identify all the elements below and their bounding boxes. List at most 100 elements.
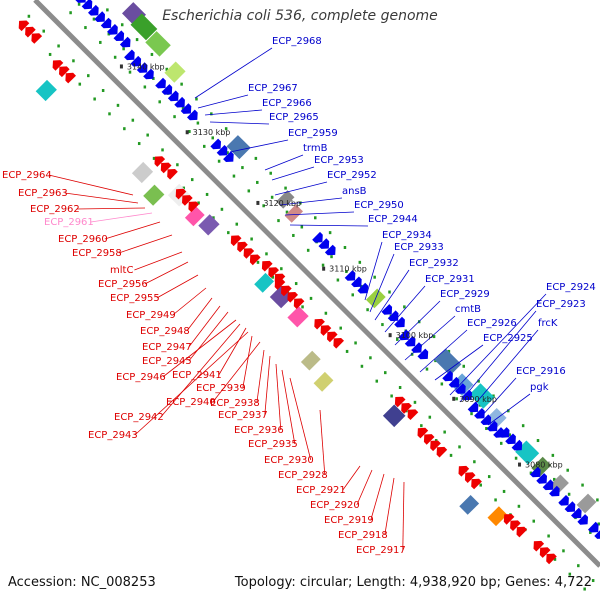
left-arrow-gene-icon (394, 396, 406, 408)
tick-mark (176, 163, 179, 167)
tick-mark (69, 11, 72, 15)
tick-mark (321, 263, 325, 267)
forward-label-leader (271, 166, 315, 181)
reverse-label-leader (172, 287, 207, 316)
reverse-gene-label: ECP_2936 (234, 425, 284, 436)
forward-label-leader (274, 181, 328, 196)
forward-label-leader (289, 224, 369, 227)
tick-mark (188, 130, 191, 134)
tick-mark (553, 477, 556, 481)
feature-block (131, 161, 154, 184)
forward-labels: ECP_2968ECP_2967ECP_2966ECP_2965ECP_2959… (248, 36, 596, 393)
tick-mark (211, 136, 214, 140)
tick-mark (499, 441, 503, 445)
right-arrow-gene-icon (505, 433, 516, 445)
tick-mark (42, 29, 45, 33)
tick-mark (314, 216, 317, 220)
right-arrow-gene-icon (344, 270, 356, 281)
tick-mark (502, 489, 506, 493)
tick-mark (87, 74, 90, 78)
right-arrow-gene-icon (357, 282, 369, 294)
feature-block (35, 79, 57, 102)
gene-arrows (18, 0, 600, 565)
tick-mark (301, 305, 304, 309)
forward-label-leader (434, 344, 484, 381)
right-arrow-gene-icon (577, 514, 588, 525)
tick-mark (443, 430, 446, 434)
tick-mark (432, 335, 436, 339)
right-arrow-gene-icon (558, 495, 569, 506)
right-arrow-gene-icon (216, 145, 228, 156)
scale-tick-mark (119, 64, 123, 69)
forward-label-leader (204, 109, 263, 116)
tick-mark (597, 522, 600, 526)
right-arrow-gene-icon (223, 151, 234, 162)
right-arrow-gene-icon (404, 335, 416, 347)
tick-mark (217, 159, 221, 163)
forward-label-leader (404, 315, 456, 361)
right-arrow-gene-icon (387, 310, 399, 322)
feature-block (284, 204, 303, 223)
tick-mark (93, 97, 96, 101)
tick-mark (328, 231, 332, 235)
right-arrow-gene-icon (187, 109, 198, 121)
tick-mark (434, 439, 438, 443)
accession-text: Accession: NC_008253 (8, 575, 156, 590)
reverse-gene-label: ECP_2930 (264, 455, 314, 466)
tick-mark (591, 579, 595, 583)
forward-gene-label: ECP_2959 (288, 128, 338, 139)
tick-mark (78, 82, 82, 86)
reverse-label-leader (370, 473, 385, 521)
tick-mark (507, 409, 510, 413)
tick-mark (220, 207, 224, 211)
forward-label-leader (419, 329, 468, 373)
reverse-label-leader (264, 355, 271, 416)
forward-gene-label: ECP_2966 (262, 98, 312, 109)
tick-mark (477, 379, 480, 383)
scale-tick-mark (452, 396, 456, 401)
feature-block (287, 306, 309, 328)
right-arrow-gene-icon (474, 408, 485, 419)
forward-gene-label: ECP_2968 (272, 36, 322, 47)
left-arrow-gene-icon (160, 162, 172, 174)
left-arrow-gene-icon (18, 20, 30, 32)
scale-tick-mark (388, 333, 392, 338)
left-arrow-gene-icon (417, 427, 429, 439)
right-arrow-gene-icon (130, 55, 142, 67)
right-arrow-gene-icon (107, 24, 118, 35)
forward-label-leader (479, 377, 517, 419)
reverse-gene-label: ECP_2955 (110, 293, 160, 304)
reverse-label-leader (281, 369, 296, 445)
reverse-label-leader (64, 192, 139, 204)
feature-block (434, 348, 462, 376)
tick-mark (294, 282, 298, 286)
tick-mark (232, 174, 236, 178)
tick-mark (487, 475, 491, 479)
forward-label-leader (369, 253, 395, 313)
tick-mark (131, 118, 135, 122)
left-arrow-gene-icon (546, 553, 557, 565)
reverse-label-leader (118, 234, 173, 254)
reverse-gene-label: ECP_2938 (210, 398, 260, 409)
right-arrow-gene-icon (88, 4, 99, 16)
reverse-label-leader (289, 377, 312, 461)
right-arrow-gene-icon (417, 348, 429, 360)
tick-mark (366, 308, 369, 312)
feature-block (276, 190, 295, 209)
tick-mark (180, 82, 183, 86)
reverse-label-leader (402, 481, 405, 551)
tick-mark (271, 275, 275, 279)
right-arrow-gene-icon (530, 466, 541, 478)
left-arrow-gene-icon (458, 465, 470, 477)
right-arrow-gene-icon (119, 36, 131, 48)
tick-mark (226, 151, 229, 155)
right-arrow-gene-icon (136, 62, 148, 73)
reverse-label-leader (156, 274, 199, 299)
reverse-gene-label: ECP_2937 (218, 410, 268, 421)
reverse-label-leader (186, 297, 213, 332)
reverse-gene-label: ECP_2964 (2, 170, 52, 181)
tick-mark (354, 341, 357, 345)
right-arrow-gene-icon (180, 103, 192, 114)
